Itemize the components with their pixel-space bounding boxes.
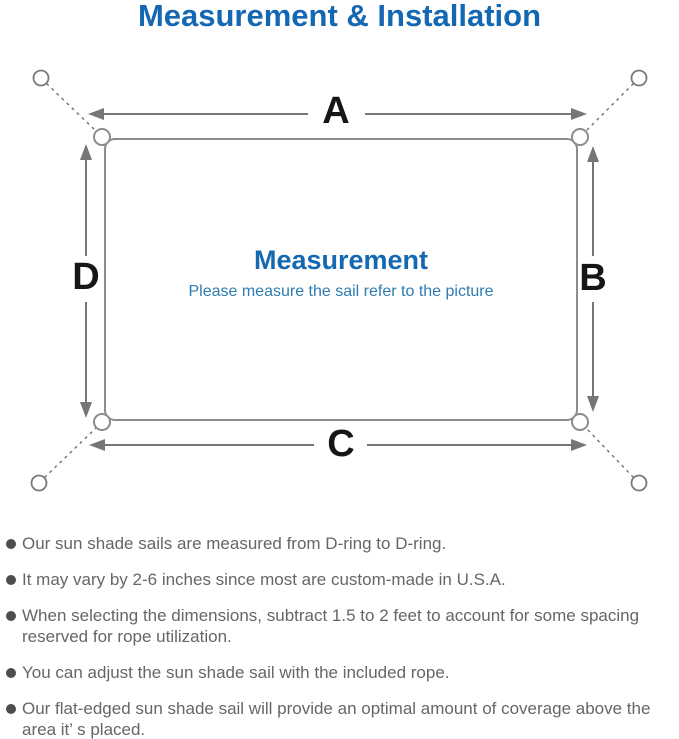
anchor-point-circle-bottom-left — [30, 474, 48, 492]
list-item: Our sun shade sails are measured from D-… — [6, 533, 677, 554]
bullet-icon — [6, 575, 16, 585]
arrow-d-up-head-icon — [80, 144, 92, 160]
diagram-center-subtitle: Please measure the sail refer to the pic… — [188, 282, 494, 300]
sail-rectangle — [104, 138, 578, 421]
bullet-icon — [6, 539, 16, 549]
list-item: When selecting the dimensions, subtract … — [6, 605, 677, 647]
arrow-b-down-head-icon — [587, 396, 599, 412]
rope-dashed-line-top-right — [585, 83, 634, 132]
anchor-point-circle-top-right — [630, 69, 648, 87]
bullet-icon — [6, 668, 16, 678]
d-ring-bottom-left — [93, 413, 111, 431]
diagram-center-title: Measurement — [253, 245, 429, 275]
diagram-center-text: Measurement Please measure the sail refe… — [188, 245, 494, 301]
note-text: Our sun shade sails are measured from D-… — [22, 534, 447, 553]
d-ring-top-right — [571, 128, 589, 146]
note-text: Our flat-edged sun shade sail will provi… — [22, 699, 651, 739]
dimension-label-c: C — [327, 423, 355, 465]
arrow-c-left-head-icon — [89, 439, 105, 451]
arrow-d-down-head-icon — [80, 402, 92, 418]
note-text: When selecting the dimensions, subtract … — [22, 606, 640, 646]
d-ring-bottom-right — [571, 413, 589, 431]
arrow-a-right-head-icon — [571, 108, 587, 120]
anchor-point-circle-top-left — [32, 69, 50, 87]
rope-dashed-line-bottom-right — [584, 427, 635, 478]
anchor-point-circle-bottom-right — [630, 474, 648, 492]
list-item: Our flat-edged sun shade sail will provi… — [6, 698, 677, 739]
list-item: You can adjust the sun shade sail with t… — [6, 662, 677, 683]
arrow-c-right-head-icon — [571, 439, 587, 451]
bullet-icon — [6, 704, 16, 714]
notes-list: Our sun shade sails are measured from D-… — [6, 533, 677, 739]
arrow-a-left-head-icon — [88, 108, 104, 120]
list-item: It may vary by 2-6 inches since most are… — [6, 569, 677, 590]
note-text: You can adjust the sun shade sail with t… — [22, 663, 450, 682]
note-text: It may vary by 2-6 inches since most are… — [22, 570, 506, 589]
dimension-label-b: B — [579, 257, 607, 299]
rope-dashed-line-top-left — [46, 82, 97, 133]
arrow-b-up-head-icon — [587, 146, 599, 162]
rope-dashed-line-bottom-left — [44, 426, 97, 479]
dimension-label-d: D — [72, 256, 100, 298]
d-ring-top-left — [93, 128, 111, 146]
page-title: Measurement & Installation — [137, 0, 542, 33]
dimension-label-a: A — [322, 90, 350, 132]
bullet-icon — [6, 611, 16, 621]
